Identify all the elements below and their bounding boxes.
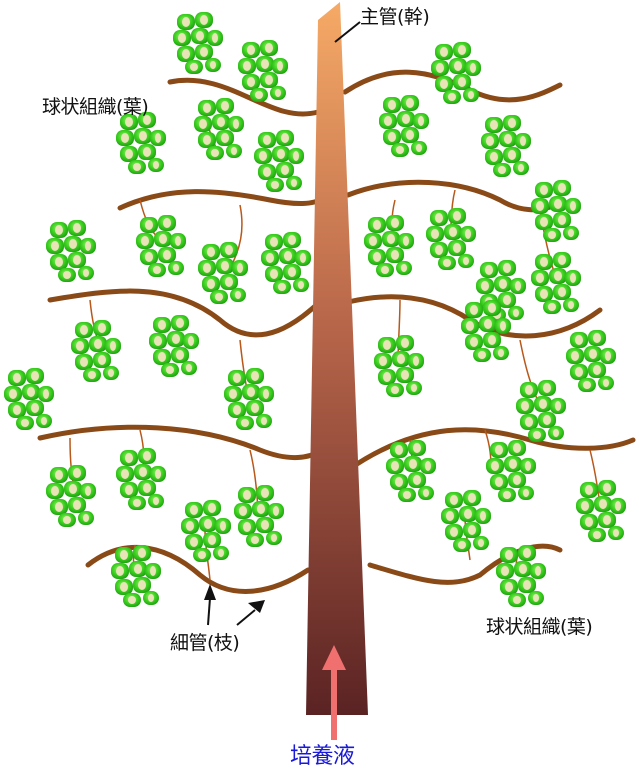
- branch-arrow-icons: [204, 584, 265, 626]
- trunk-pointer-line: [334, 21, 361, 43]
- trunk-label: 主管(幹): [360, 6, 430, 28]
- leaf-label-top-left: 球状組織(葉): [42, 96, 149, 118]
- medium-label: 培養液: [290, 744, 355, 769]
- main-trunk: [306, 2, 368, 715]
- medium-arrow-icon: [322, 645, 346, 740]
- leaf-label-bottom-right: 球状組織(葉): [486, 616, 593, 638]
- branch-label: 細管(枝): [170, 632, 240, 654]
